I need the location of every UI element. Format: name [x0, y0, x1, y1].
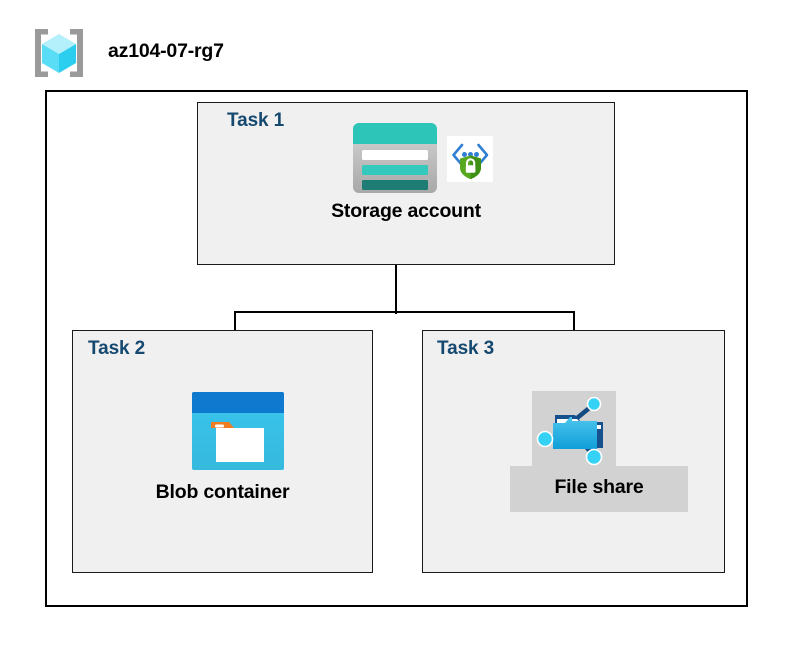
- blob-container-icon: [190, 390, 286, 472]
- connector-horizontal-bus: [234, 311, 575, 313]
- storage-account-label: Storage account: [331, 200, 481, 222]
- storage-account-icon: [352, 122, 438, 194]
- task-3-label: Task 3: [437, 338, 495, 359]
- connector-storage-trunk: [395, 265, 397, 314]
- file-share-label-highlight: [510, 466, 688, 512]
- security-shield-lock-icon: [447, 136, 493, 182]
- task-1-label: Task 1: [227, 110, 285, 131]
- task-2-label: Task 2: [88, 338, 146, 359]
- resource-group-icon: [28, 26, 90, 80]
- resource-group-header: az104-07-rg7: [28, 26, 328, 84]
- page-title: az104-07-rg7: [108, 40, 224, 62]
- blob-container-label: Blob container: [155, 481, 290, 503]
- file-share-icon: [535, 393, 613, 467]
- file-share-label: File share: [554, 476, 644, 498]
